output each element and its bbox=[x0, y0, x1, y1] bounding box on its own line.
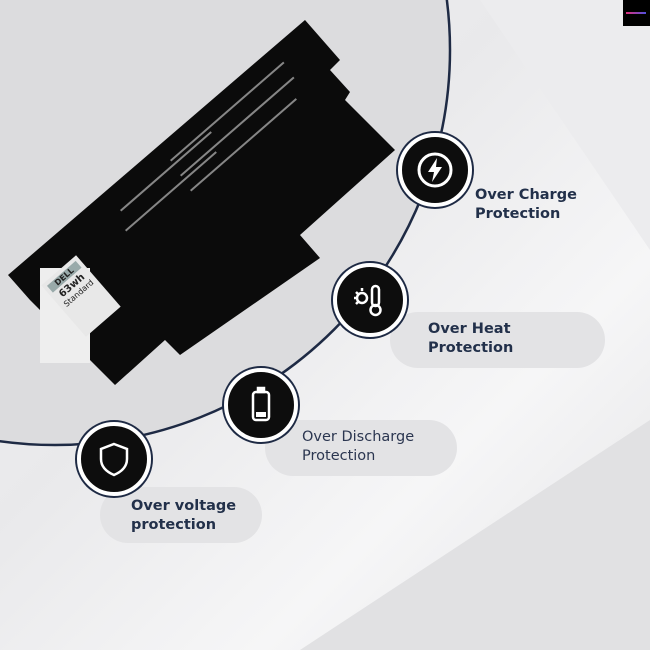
battery-low-icon bbox=[224, 368, 298, 442]
pill-over-discharge bbox=[265, 420, 457, 476]
brand-logo bbox=[623, 0, 650, 26]
thermometer-sun-icon bbox=[333, 263, 407, 337]
shield-icon bbox=[77, 422, 151, 496]
pill-over-voltage bbox=[100, 487, 262, 543]
lightning-bolt-icon bbox=[398, 133, 472, 207]
pill-over-heat bbox=[390, 312, 605, 368]
